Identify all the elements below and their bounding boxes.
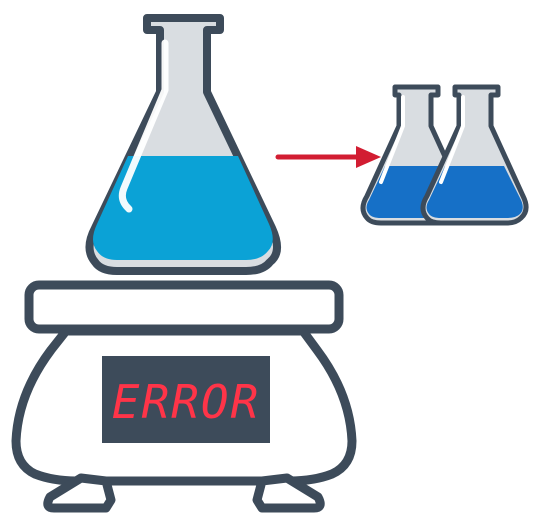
- digital-scale-icon: ERROR: [11, 280, 357, 513]
- large-flask-icon: [85, 14, 281, 275]
- scale-display-text: ERROR: [112, 375, 260, 429]
- small-flask-icon: [420, 84, 529, 226]
- right-arrow-icon: [275, 146, 381, 168]
- scale-display: [102, 356, 270, 443]
